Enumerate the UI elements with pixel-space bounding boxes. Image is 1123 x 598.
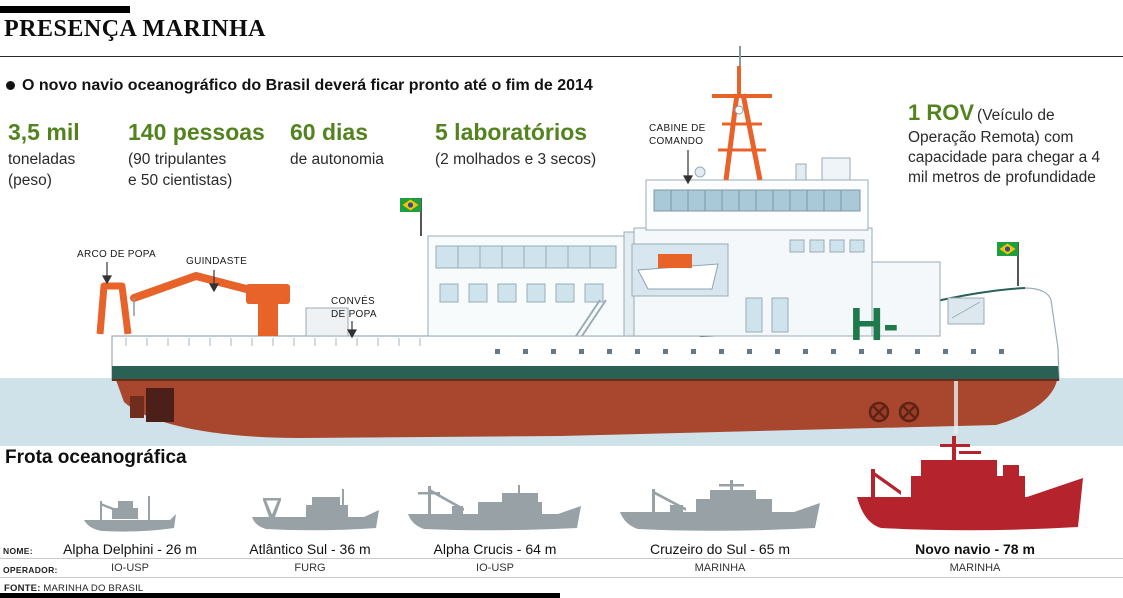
lab-deckhouse xyxy=(427,235,625,337)
silhouette-alpha-crucis xyxy=(406,482,584,543)
fleet-operator-5: MARINHA xyxy=(949,562,1001,574)
fleet-name-novo-navio: Novo navio - 78 m xyxy=(915,541,1035,557)
divider-operator-bottom xyxy=(0,577,1123,578)
fleet-title: Frota oceanográfica xyxy=(5,447,187,468)
fleet-operator-2: FURG xyxy=(294,562,326,574)
silhouette-alpha-delphini xyxy=(82,491,178,542)
underwater-hull xyxy=(116,348,1057,438)
deck-container xyxy=(305,307,349,337)
fleet-name-alpha-crucis: Alpha Crucis - 64 m xyxy=(433,541,557,557)
workboat xyxy=(637,254,719,290)
bridge xyxy=(645,157,869,231)
subtitle: O novo navio oceanográfico do Brasil dev… xyxy=(6,77,593,95)
subtitle-text: O novo navio oceanográfico do Brasil dev… xyxy=(22,77,593,94)
label-guindaste: GUINDASTE xyxy=(186,256,248,267)
brazil-flag-bow xyxy=(997,242,1019,286)
stat-labs-value: 5 laboratórios xyxy=(435,119,588,145)
row-label-nome: NOME: xyxy=(3,546,33,556)
fleet-operator-3: IO-USP xyxy=(476,562,514,574)
label-arco-de-popa: ARCO DE POPA xyxy=(77,249,156,260)
bottom-bar xyxy=(0,593,560,598)
label-cabine-de-comando: CABINE DE COMANDO xyxy=(649,123,706,147)
stat-tonnage-line2: (peso) xyxy=(8,171,52,189)
fleet-name-atlantico-sul: Atlântico Sul - 36 m xyxy=(249,541,371,557)
stairs xyxy=(575,299,607,337)
stat-people-value: 140 pessoas xyxy=(128,119,265,145)
portholes xyxy=(495,349,1004,354)
stat-rov-text: (Veículo de Operação Remota) com capacid… xyxy=(908,107,1101,186)
silhouette-atlantico-sul xyxy=(250,488,382,543)
hull-mark: H- xyxy=(850,298,899,350)
stat-rov: 1 ROV(Veículo de Operação Remota) com ca… xyxy=(908,99,1121,188)
label-conves-de-popa: CONVÉS DE POPA xyxy=(331,296,377,320)
page-title: PRESENÇA MARINHA xyxy=(4,16,267,42)
bullet-icon xyxy=(6,81,15,90)
stat-days: 60 dias de autonomia xyxy=(290,119,384,171)
bow-hatch xyxy=(947,297,985,325)
stat-tonnage-value: 3,5 mil xyxy=(8,119,80,145)
leader-lines xyxy=(101,150,694,339)
silhouette-cruzeiro-do-sul xyxy=(618,480,823,543)
fleet-operator-4: MARINHA xyxy=(694,562,746,574)
stat-tonnage: 3,5 mil toneladas (peso) xyxy=(8,119,80,192)
stat-people-line2: e 50 cientistas) xyxy=(128,171,233,189)
stat-labs: 5 laboratórios (2 molhados e 3 secos) xyxy=(435,119,596,171)
stat-labs-line1: (2 molhados e 3 secos) xyxy=(435,151,597,168)
title-rule xyxy=(0,56,1123,57)
stat-people-line1: (90 tripulantes xyxy=(128,151,227,168)
stat-tonnage-line1: toneladas xyxy=(8,151,76,168)
stat-people: 140 pessoas (90 tripulantes e 50 cientis… xyxy=(128,119,265,192)
stat-days-line1: de autonomia xyxy=(290,151,384,168)
divider-name-operator xyxy=(0,558,1123,559)
source-text: MARINHA DO BRASIL xyxy=(43,583,144,594)
stern-crane xyxy=(130,272,290,336)
kicker-bar xyxy=(0,6,130,13)
fleet-operator-1: IO-USP xyxy=(111,562,149,574)
stat-days-value: 60 dias xyxy=(290,119,368,145)
fleet-name-alpha-delphini: Alpha Delphini - 26 m xyxy=(63,541,197,557)
stat-rov-value: 1 ROV xyxy=(908,100,975,125)
row-label-operador: OPERADOR: xyxy=(3,565,58,575)
bow-thruster-marks xyxy=(868,401,920,423)
main-mast xyxy=(712,46,772,181)
brazil-flag-aft xyxy=(400,198,422,236)
source-label: FONTE: xyxy=(4,583,41,594)
stern-a-frame xyxy=(96,282,132,335)
source-line: FONTE: MARINHA DO BRASIL xyxy=(4,583,143,594)
fleet-name-cruzeiro-do-sul: Cruzeiro do Sul - 65 m xyxy=(649,541,791,557)
silhouette-novo-navio xyxy=(855,433,1090,544)
